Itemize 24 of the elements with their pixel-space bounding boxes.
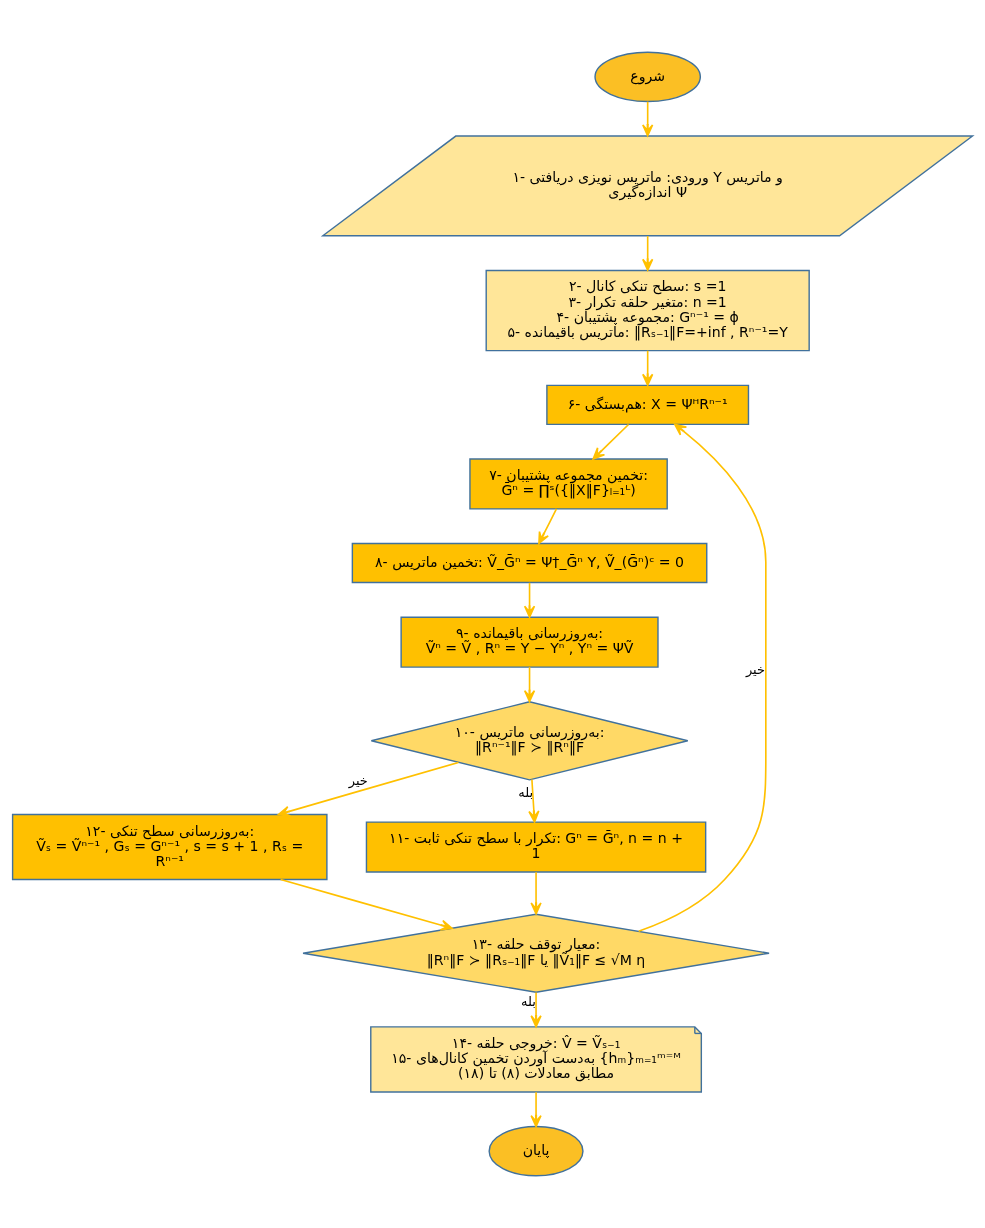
node-box: ۲- سطح تنکی کانال: s =1 ۳- متغیر حلقه تکرار: n =1 ۴- مجموعه پشتیبان: Gⁿ⁻¹ = ϕ ۵- ماتریس باقیمانده: ‖Rₛ₋₁‖F=+inf , Rⁿ⁻¹=Y [485,269,810,352]
arrow [637,423,767,933]
arrow [538,508,558,545]
node-ellipse: پایان [488,1125,584,1177]
arrow [279,878,453,931]
node-diamond: ۱۳- معیار توقف حلقه: ‖Rⁿ‖F ≻ ‖Rₛ₋₁‖F یا ‖Ṽ₁‖F ≤ √M η [302,913,770,993]
arrow [530,871,542,915]
arrow [523,666,536,703]
arrow [530,991,542,1028]
arrow [642,349,654,386]
arrow [592,423,630,460]
arrow [277,761,460,817]
arrow [523,581,536,618]
arrow [530,1091,542,1128]
arrow [642,100,654,137]
edge-label: خیر [745,662,766,678]
edge-label: خیر [348,772,368,788]
arrow [528,778,540,823]
edge-label: بله [521,993,536,1009]
node-box: ۶- هم‌بستگی: X = ΨᴴRⁿ⁻¹ [546,384,750,426]
edge-label: بله [518,785,534,801]
node-ellipse: شروع [594,51,702,103]
arrow [642,235,654,271]
node-box: ۸- تخمین ماتریس: Ṽ_Ḡⁿ = Ψ†_Ḡⁿ Y, Ṽ_(Ḡⁿ)ᶜ = 0 [351,542,708,584]
